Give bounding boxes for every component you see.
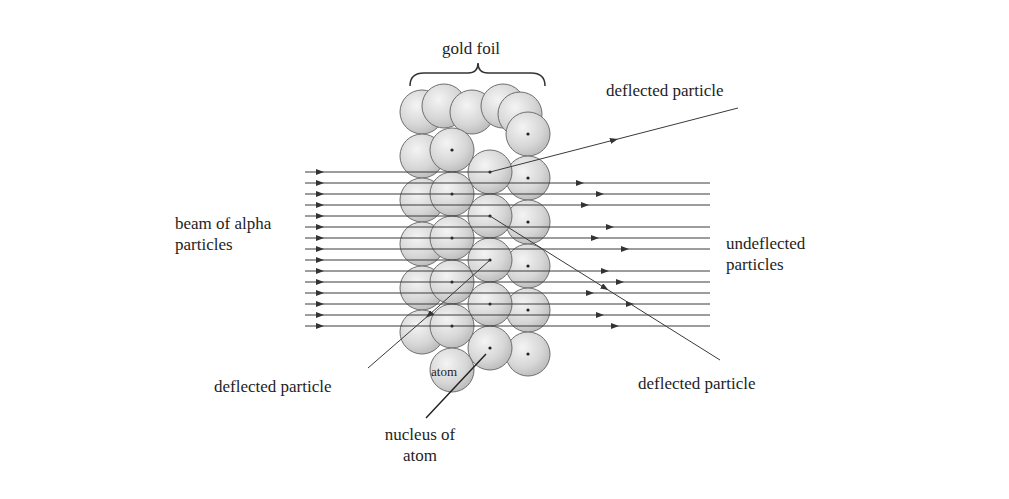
alpha-path [305,304,710,305]
alpha-path [305,282,710,283]
particle-label: deflected particle [638,373,756,394]
alpha-path [305,172,490,173]
atom-circle [506,200,550,244]
alpha-path [305,194,710,195]
alpha-path [305,205,710,206]
nucleus-dot [526,176,529,179]
atom-circle [506,288,550,332]
atom-circle [506,332,550,376]
particle-label: deflected particle [606,80,724,101]
nucleus-dot [526,220,529,223]
alpha-path [305,271,710,272]
nucleus-dot [488,346,491,349]
alpha-path [305,293,710,294]
atom-circle [506,244,550,288]
atom-circle [430,128,474,172]
nucleus-dot [450,148,453,151]
nuclei [450,132,529,355]
nucleus-dot [526,308,529,311]
nucleus-dot [526,352,529,355]
foil-bracket [410,63,545,86]
deflected-path [368,260,490,368]
alpha-path [305,249,710,250]
alpha-paths [305,108,738,368]
deflected-path [490,108,738,172]
nucleus-leader [426,354,486,418]
alpha-path [305,216,490,217]
alpha-path [305,260,490,261]
atom-circle [468,326,512,370]
atom-circle [506,112,550,156]
alpha-path [305,238,710,239]
alpha-path [305,183,710,184]
nucleus-label: nucleus of atom [384,424,456,466]
particle-label: deflected particle [214,376,332,397]
particles-label: undeflected particles [726,233,831,275]
alpha-path [305,326,710,327]
beam-label: beam of alpha particles [175,213,289,255]
deflected-path [490,216,720,360]
nucleus-dot [526,132,529,135]
nucleus-dot [526,264,529,267]
atom-label: atom [428,364,460,379]
foil-label: gold foil [442,38,500,59]
